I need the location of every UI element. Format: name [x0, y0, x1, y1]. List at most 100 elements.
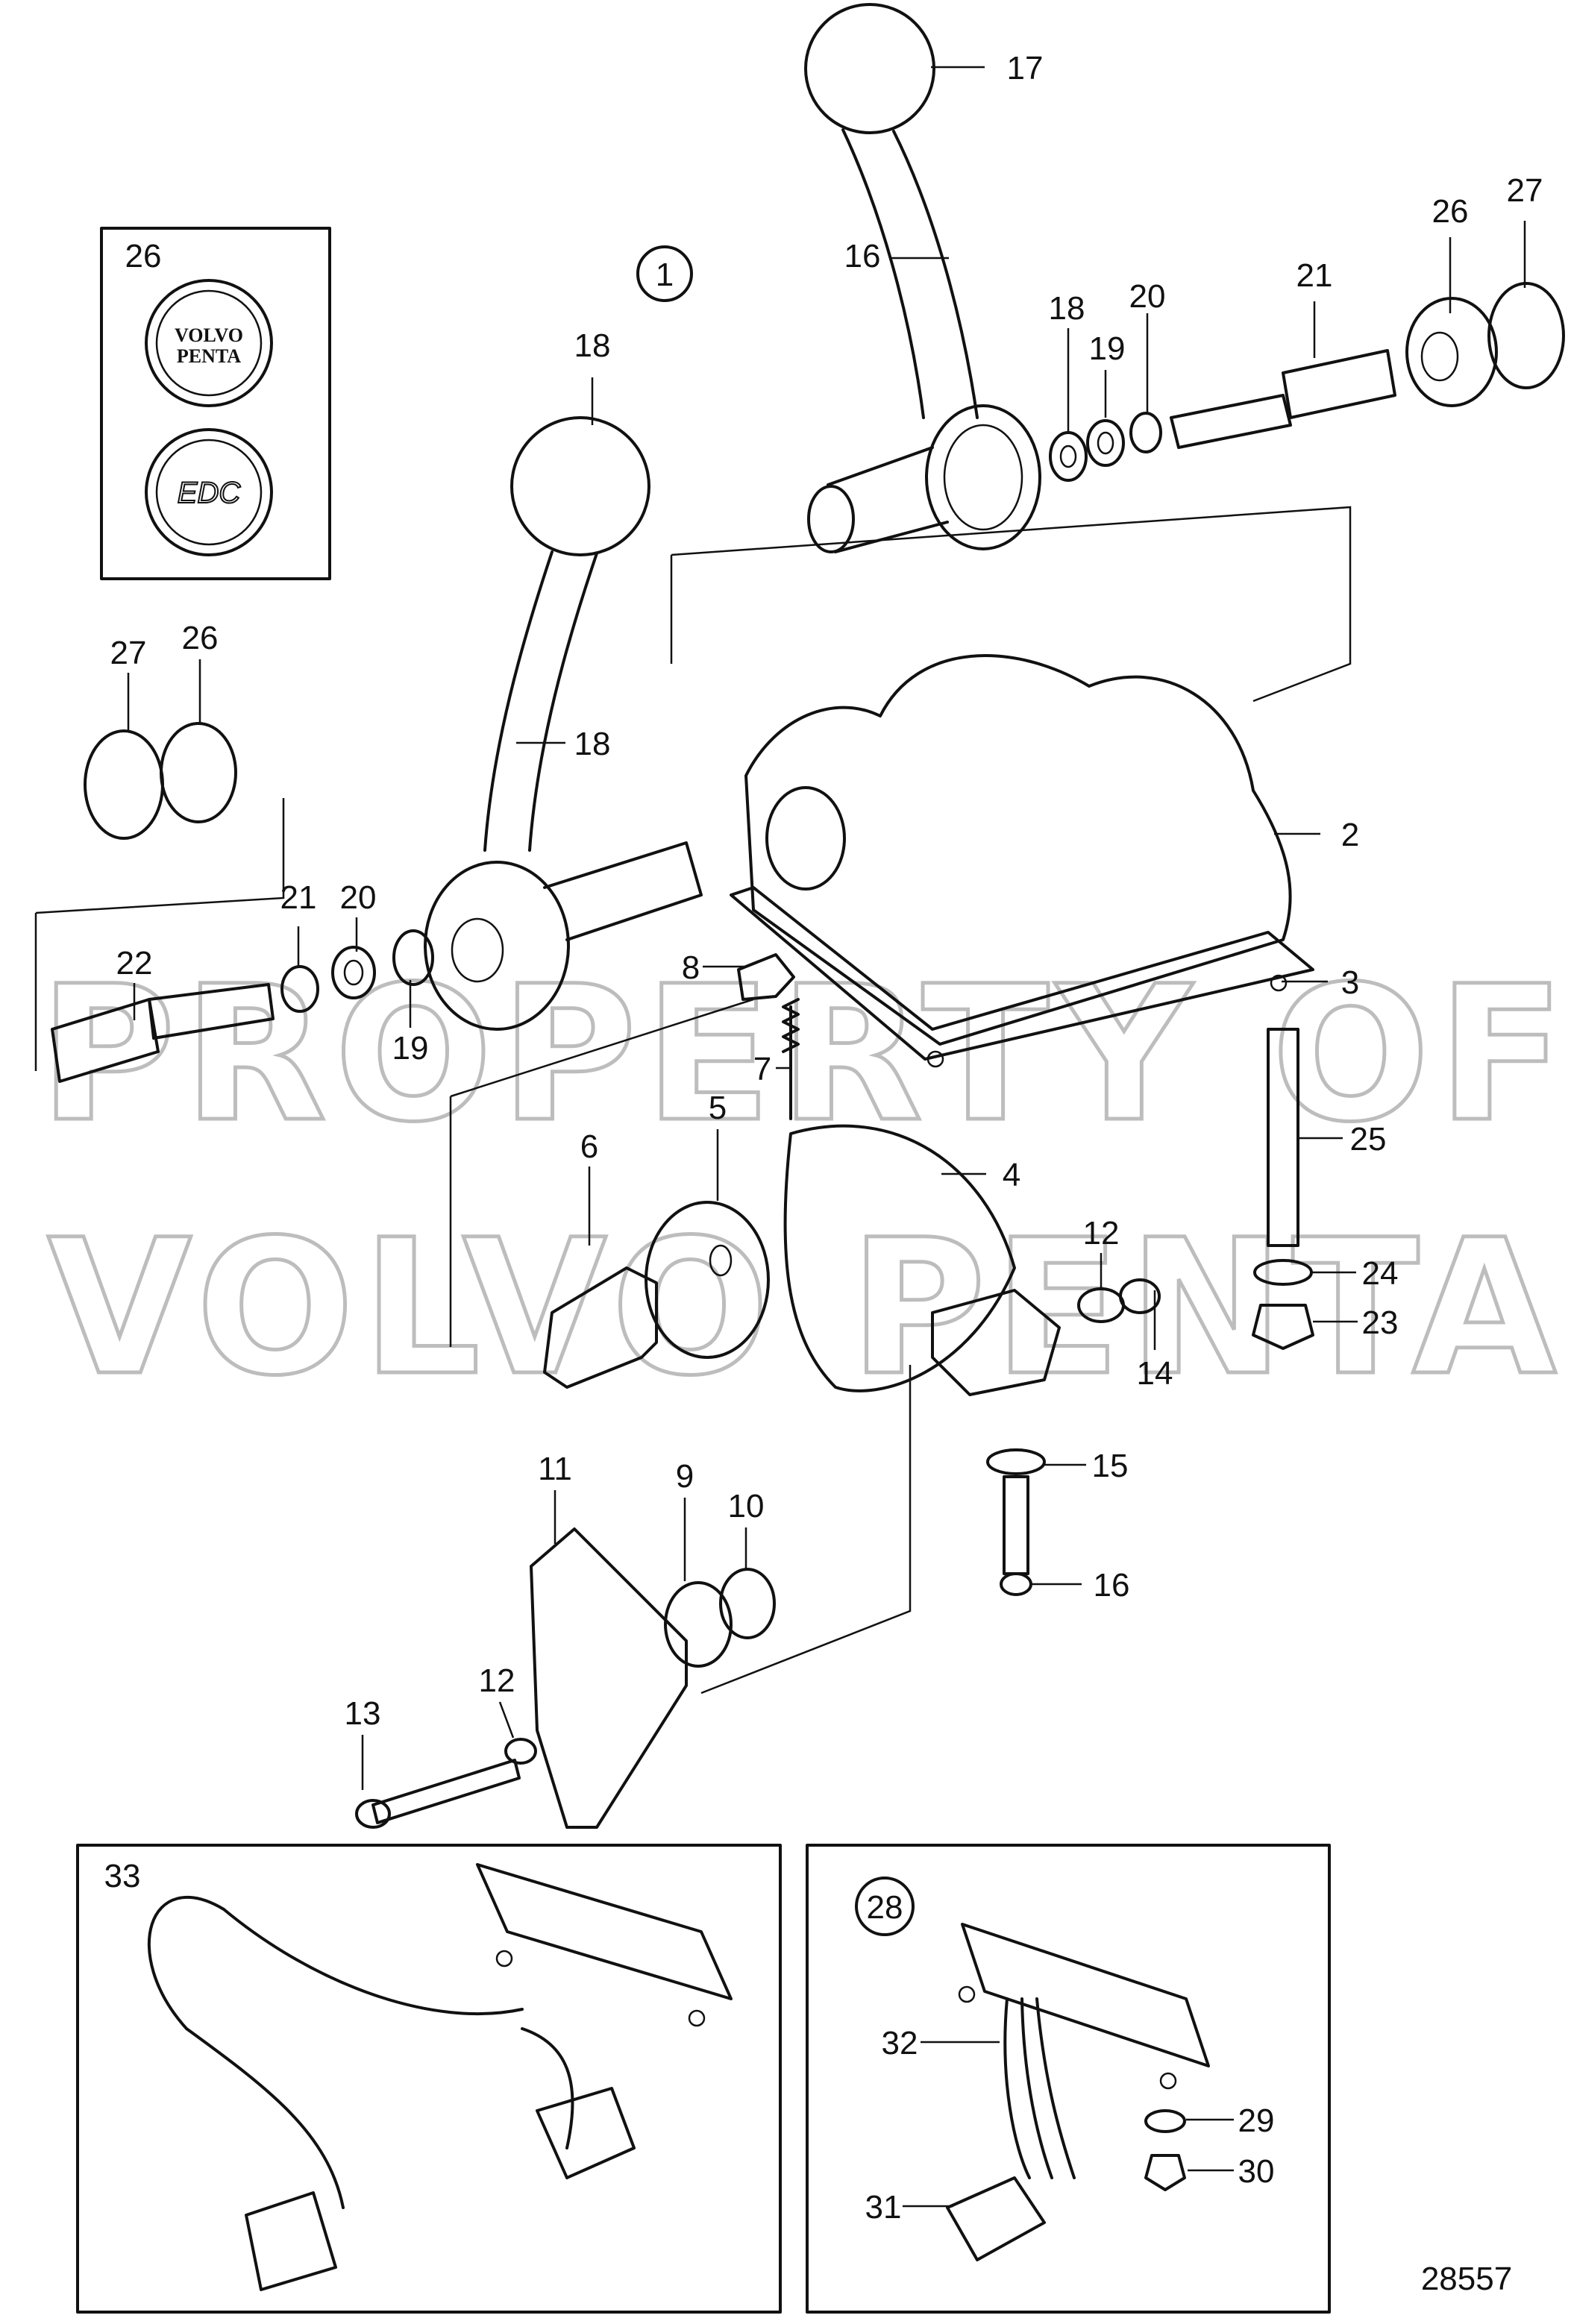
- plate-27-upper: [1487, 282, 1565, 389]
- switch-block: [931, 1289, 1061, 1396]
- sensor-bar-28: [961, 1923, 1210, 2067]
- callout-11: 11: [538, 1451, 572, 1487]
- callout-19-left: 19: [392, 1030, 429, 1067]
- callout-18-top: 17: [1007, 50, 1044, 87]
- cable-33: [147, 1896, 524, 2209]
- watermark-line-2: VOLVO PENTA: [48, 1199, 1564, 1416]
- inset-box-33: [76, 1844, 782, 2314]
- connector-31: [946, 2176, 1046, 2261]
- plate-4: [783, 1124, 1016, 1392]
- drawing-number: 28557: [1421, 2261, 1512, 2297]
- washer-19-upper: [1049, 431, 1088, 482]
- callout-17: 16: [844, 238, 881, 274]
- badge-penta-text: PENTA: [177, 345, 241, 367]
- callout-9: 9: [676, 1458, 694, 1495]
- sensor-assembly: [355, 1527, 776, 1829]
- callout-4: 4: [1003, 1157, 1020, 1193]
- callout-29: 29: [1238, 2102, 1275, 2139]
- bolt-22-upper: [1170, 394, 1292, 449]
- callout-15: 15: [1092, 1448, 1129, 1484]
- disc-5: [645, 1201, 770, 1359]
- nut-30: [1144, 2154, 1186, 2191]
- upper-lever-assembly: [804, 3, 1565, 553]
- lever-shaft-upper: [841, 128, 979, 419]
- lever-knob-upper: [804, 3, 935, 134]
- washer-21-left: [280, 965, 319, 1013]
- inset-box-28: [806, 1844, 1331, 2314]
- assembly-lines: [34, 506, 1352, 1695]
- washer-15: [986, 1448, 1046, 1475]
- callout-26-upper: 26: [1432, 193, 1469, 230]
- stud-25: [1267, 1028, 1299, 1247]
- washer-20-upper: [1086, 419, 1125, 467]
- callout-32: 32: [882, 2025, 918, 2061]
- callout-16: 16: [1094, 1567, 1130, 1604]
- volvo-penta-badge: [145, 279, 273, 407]
- callout-27-upper: 27: [1507, 172, 1543, 209]
- seal-10: [719, 1568, 776, 1639]
- lever-hub-left: [424, 861, 570, 1031]
- wires-32: [1003, 1997, 1076, 2179]
- hex-spacer-22-left: [51, 998, 160, 1083]
- callout-26-left: 26: [182, 620, 219, 656]
- washer-19-left: [392, 929, 434, 986]
- callout-26-inset: 26: [125, 238, 162, 274]
- watermark: PROPERTY OF VOLVO PENTA: [37, 944, 1567, 1419]
- callout-20-upper: 19: [1089, 330, 1126, 367]
- callout-21-left: 21: [280, 879, 317, 916]
- connector-33b: [245, 2191, 337, 2291]
- inset-badges-box: VOLVO PENTA EDC: [100, 227, 331, 580]
- gear-sector-6: [543, 1266, 658, 1389]
- callout-30: 30: [1238, 2153, 1275, 2190]
- callout-22-upper: 21: [1296, 257, 1333, 294]
- callout-27-left: 27: [110, 635, 147, 671]
- callout-25: 25: [1350, 1121, 1387, 1158]
- nut-14: [1119, 1278, 1161, 1314]
- callout-24: 24: [1362, 1255, 1399, 1292]
- callout-12-lower: 12: [479, 1662, 515, 1699]
- callout-leaders: [127, 66, 1526, 2208]
- callout-12-right: 12: [1083, 1215, 1120, 1251]
- washer-21-upper: [1129, 412, 1162, 453]
- callout-14: 14: [1137, 1355, 1173, 1392]
- housing-assembly: [730, 654, 1314, 1068]
- washer-20-left: [331, 946, 376, 999]
- callout-19-upper: 18: [1049, 290, 1085, 327]
- callout-circle-28: [855, 1877, 915, 1936]
- detent-8: [737, 953, 795, 1001]
- callout-18-left-knob: 18: [574, 327, 611, 364]
- left-lever-assembly: [51, 416, 703, 1083]
- callout-labels: 17 16 1 26 18 19 20 21 26 27 18 18 27 26…: [104, 50, 1543, 2297]
- callout-3: 3: [1341, 964, 1359, 1001]
- lever-hub-upper: [925, 404, 1041, 550]
- gasket-3: [730, 886, 1314, 1061]
- washer-12-lower: [504, 1738, 537, 1765]
- callout-circle-1: [636, 245, 693, 302]
- lever-shaft-left: [483, 550, 598, 852]
- callout-2: 2: [1341, 817, 1359, 853]
- callout-10: 10: [728, 1488, 765, 1524]
- callout-22-left: 22: [116, 945, 153, 982]
- callout-7: 7: [753, 1051, 771, 1087]
- hex-spacer-22-upper: [1282, 349, 1396, 419]
- callout-20-left: 20: [340, 879, 377, 916]
- badge-volvo-text: VOLVO: [175, 324, 243, 346]
- sensor-11: [530, 1527, 688, 1829]
- seal-9: [664, 1581, 733, 1668]
- callout-18-left-shaft: 18: [574, 726, 611, 762]
- callout-5: 5: [709, 1090, 727, 1126]
- edc-badge: [145, 428, 273, 556]
- callout-23: 23: [1362, 1304, 1399, 1341]
- callout-8: 8: [682, 949, 700, 986]
- cap-26-upper: [1405, 297, 1498, 407]
- internal-mechanism: [543, 953, 1161, 1596]
- control-housing: [744, 654, 1292, 1046]
- callout-31: 31: [865, 2189, 902, 2226]
- callout-33: 33: [104, 1858, 141, 1894]
- callout-1: 1: [656, 257, 674, 293]
- connector-33a: [536, 2087, 636, 2179]
- cap-26-left: [160, 722, 237, 823]
- plate-27-left: [84, 729, 164, 840]
- sensor-bar-33: [476, 1863, 733, 2000]
